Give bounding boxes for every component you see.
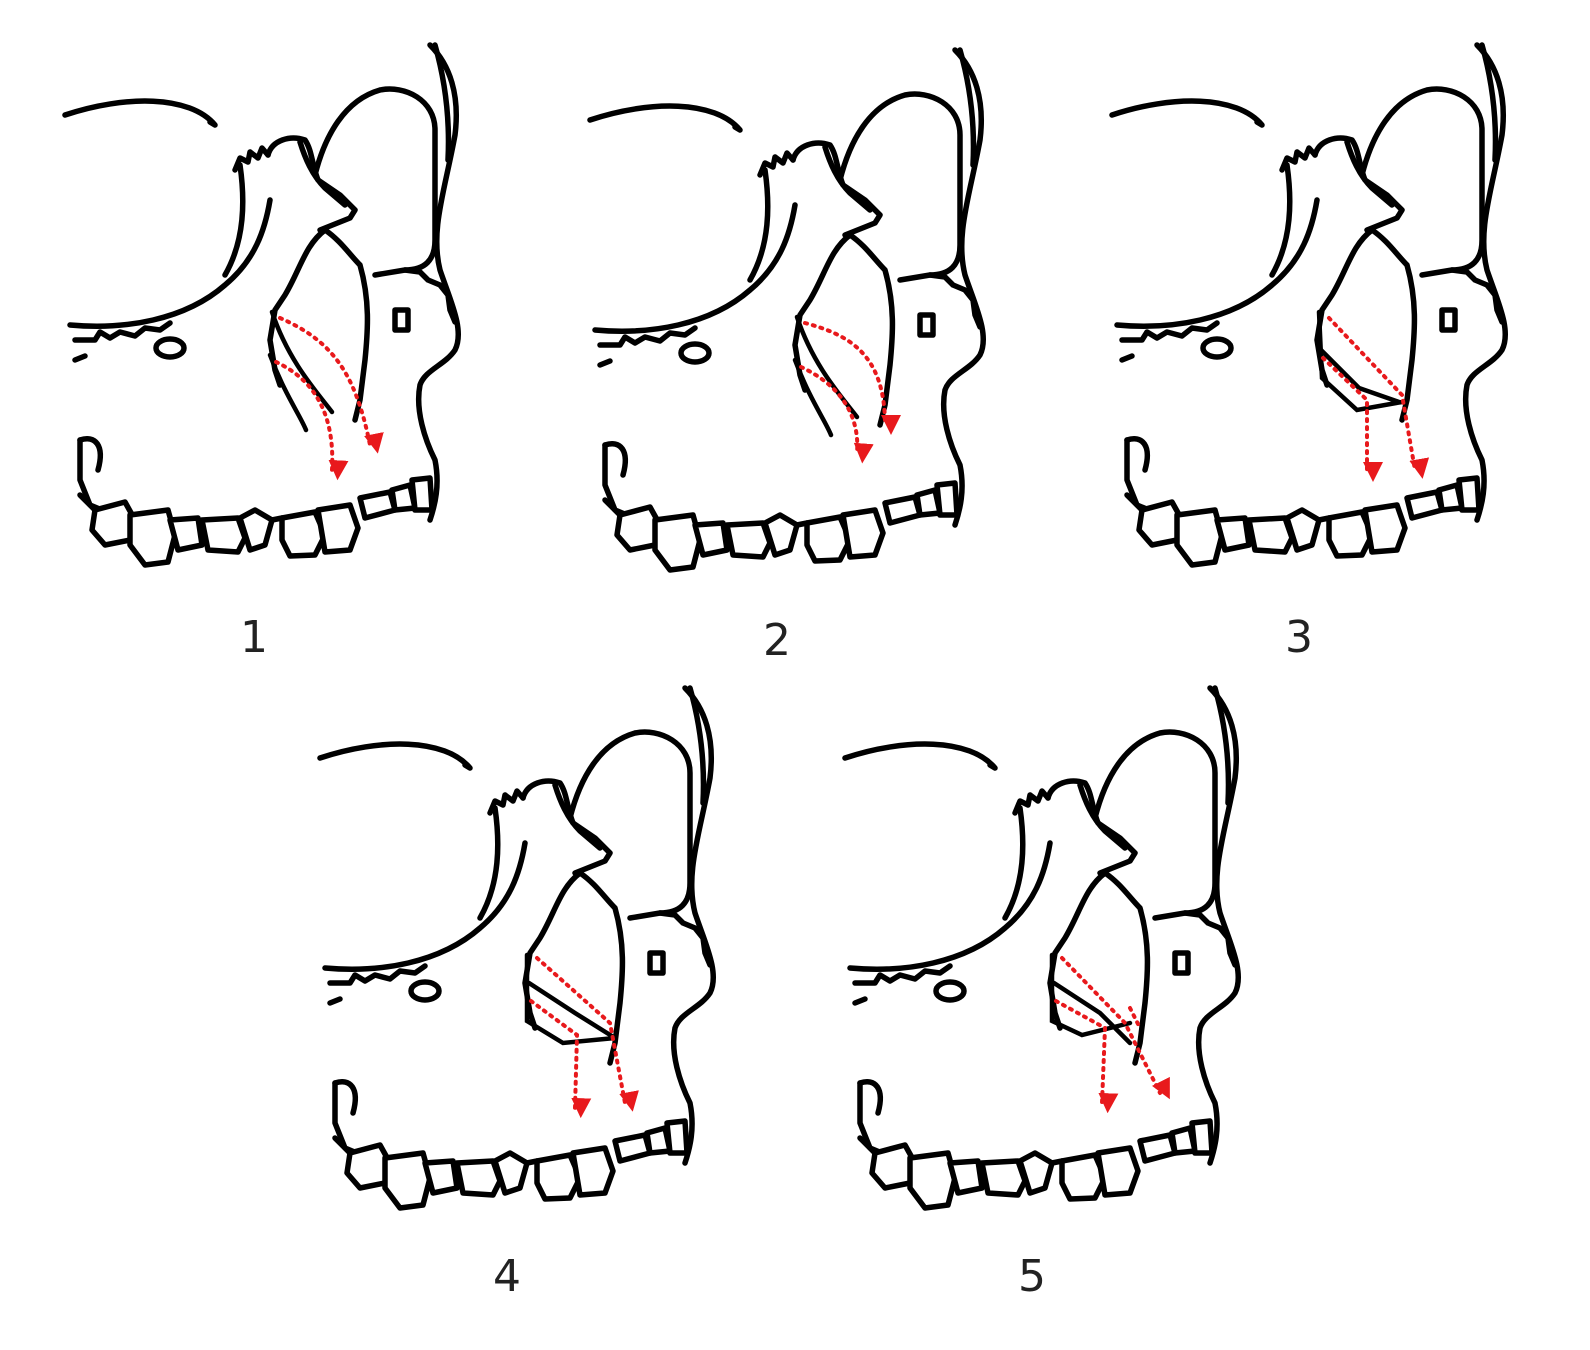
panel-3: 3 [1112, 45, 1505, 663]
osteotomy-lines [1049, 952, 1170, 1114]
red-dotted-arrow-icon [803, 321, 901, 435]
red-dotted-arrow-icon [535, 956, 639, 1112]
red-dotted-arrow-icon [799, 365, 874, 464]
osteotomy-lines [267, 309, 384, 481]
red-dotted-arrow-icon [278, 316, 384, 454]
panel-1: 1 [65, 45, 458, 663]
red-dotted-arrow-icon [1054, 999, 1119, 1114]
osteotomy-lines [792, 314, 901, 464]
panel-label: 5 [1018, 1251, 1046, 1302]
panel-label: 2 [763, 615, 791, 666]
red-dotted-arrow-icon [529, 999, 592, 1119]
red-dotted-arrow-icon [274, 360, 349, 481]
red-dotted-arrow-icon [1327, 316, 1430, 479]
panel-2: 2 [590, 50, 983, 666]
osteotomy-lines [524, 952, 639, 1119]
panel-label: 1 [240, 612, 268, 663]
panel-label: 3 [1285, 612, 1313, 663]
red-dotted-arrow-icon [1060, 956, 1170, 1100]
panel-label: 4 [493, 1251, 521, 1302]
osteotomy-lines [1316, 309, 1430, 482]
panel-4: 4 [320, 688, 713, 1302]
panel-5: 5 [845, 688, 1238, 1302]
